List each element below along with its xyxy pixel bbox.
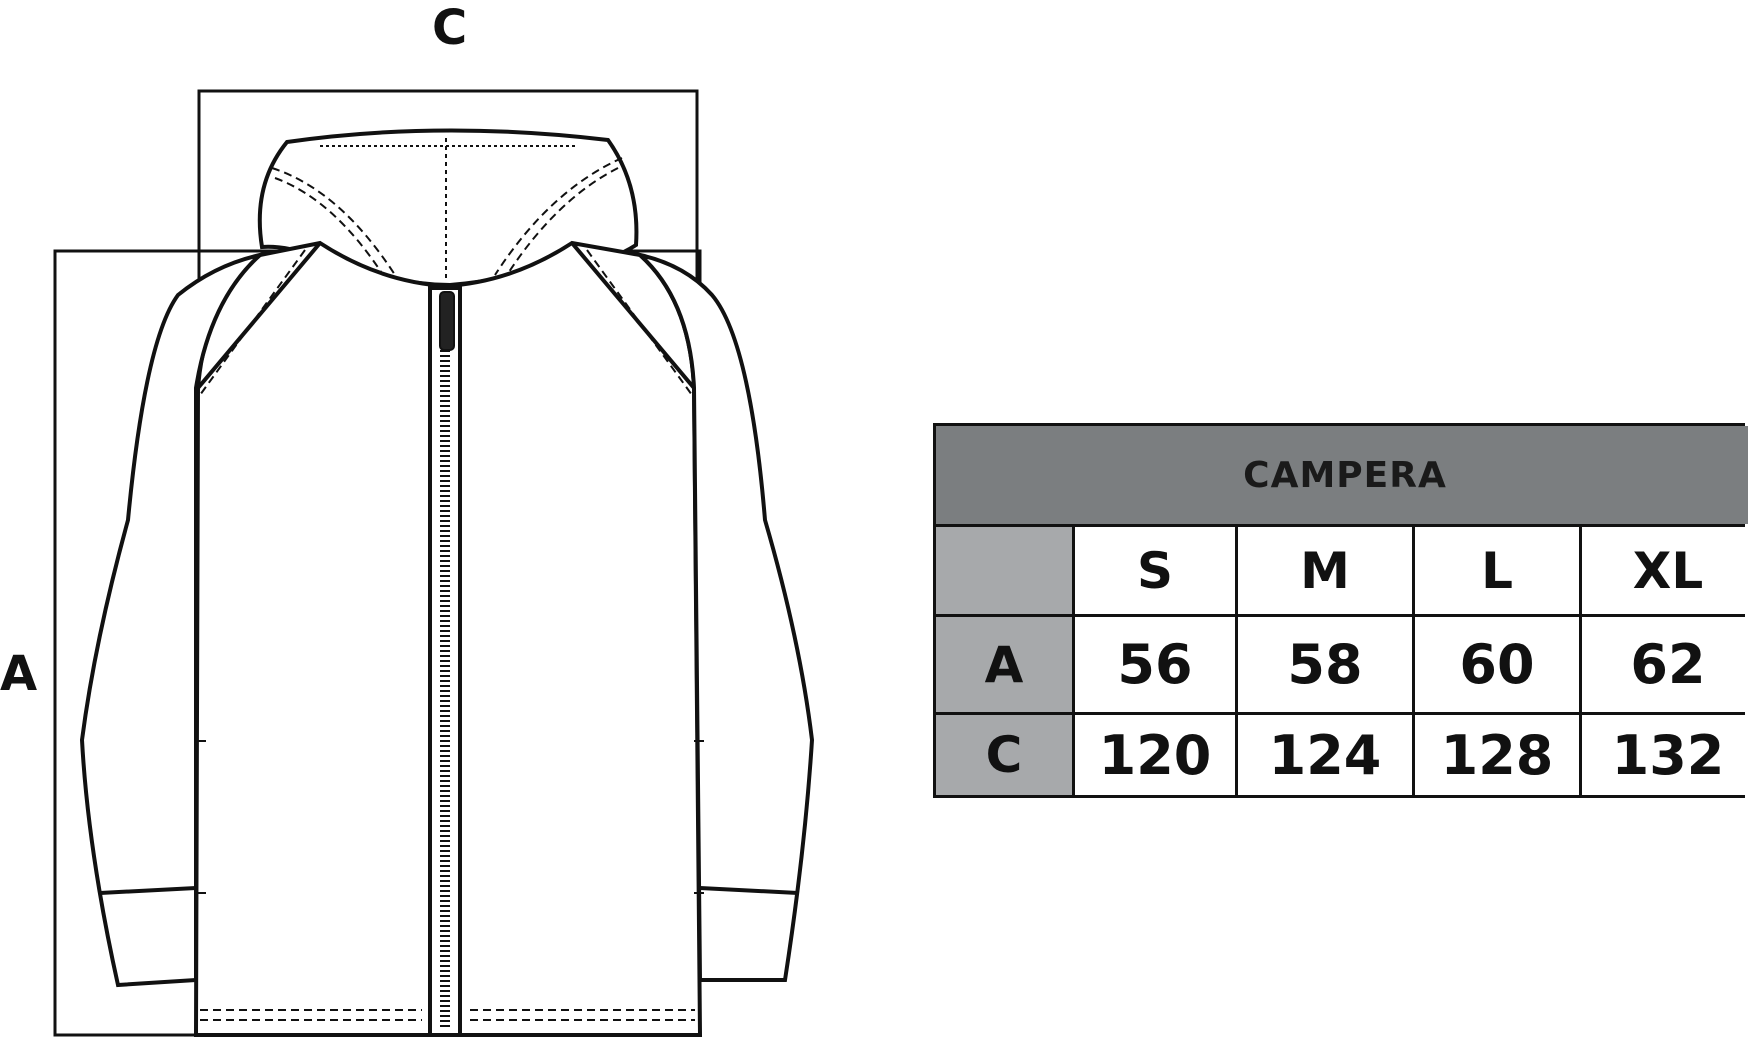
jacket-sketch: [53, 89, 815, 1037]
left-cuff: [99, 886, 197, 895]
measure-label-c: C: [432, 0, 468, 56]
size-header-m: M: [1238, 527, 1412, 614]
table-corner: [936, 527, 1072, 614]
hood-left-stitch: [271, 167, 396, 276]
value-c-m: 124: [1238, 715, 1412, 795]
value-a-xl: 62: [1582, 617, 1748, 712]
value-a-l: 60: [1415, 617, 1579, 712]
hood-left-stitch-2: [274, 177, 386, 279]
value-c-xl: 132: [1582, 715, 1748, 795]
right-raglan-stitch: [586, 249, 693, 396]
row-label-c: C: [936, 715, 1072, 795]
value-a-s: 56: [1075, 617, 1235, 712]
row-label-a: A: [936, 617, 1072, 712]
left-raglan-seam: [196, 241, 322, 390]
table-title: CAMPERA: [936, 426, 1748, 524]
size-header-s: S: [1075, 527, 1235, 614]
hood-right-stitch: [494, 157, 623, 276]
right-cuff: [699, 886, 799, 895]
value-c-l: 128: [1415, 715, 1579, 795]
measure-label-a: A: [0, 646, 38, 702]
value-a-m: 58: [1238, 617, 1412, 712]
left-pocket-mark: [196, 740, 206, 894]
hood-right-stitch-2: [504, 167, 619, 279]
right-raglan-seam: [570, 241, 696, 390]
left-sleeve: [79, 251, 267, 988]
zipper-pull: [439, 291, 455, 351]
size-header-xl: XL: [1582, 527, 1748, 614]
size-chart-table: CAMPERA S M L XL A 56 58 60 62 C 120 124…: [933, 423, 1748, 798]
hem-stitch-right: [470, 1009, 695, 1021]
right-pocket-mark: [694, 740, 704, 894]
size-header-l: L: [1415, 527, 1579, 614]
value-c-s: 120: [1075, 715, 1235, 795]
hem-stitch-left: [200, 1009, 422, 1021]
left-raglan-stitch: [199, 249, 306, 396]
